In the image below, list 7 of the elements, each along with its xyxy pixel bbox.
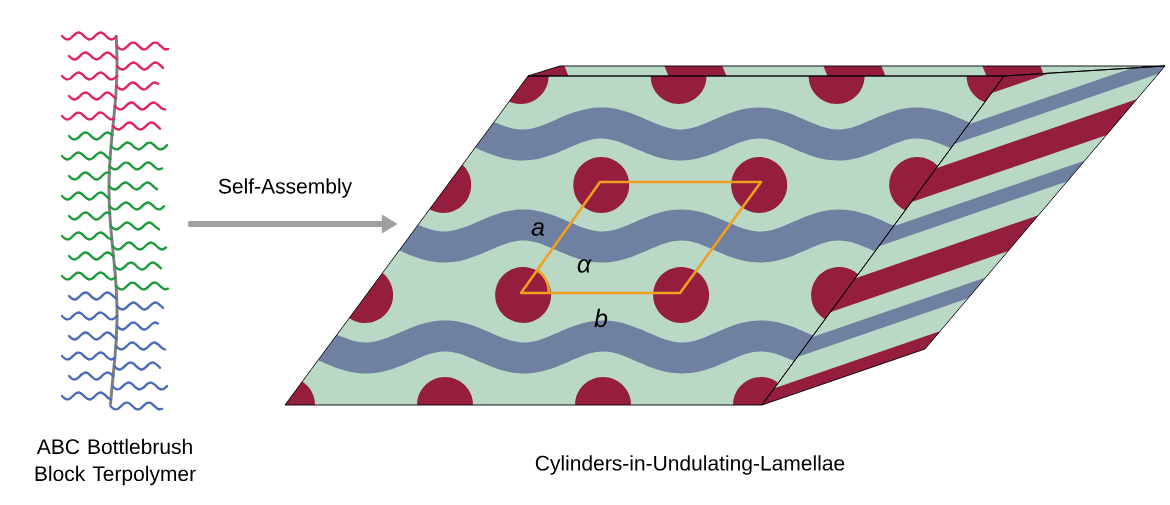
caption-text: Cylinders-in-Undulating-Lamellae xyxy=(535,455,845,475)
edge-label: Self-Assembly xyxy=(218,178,353,198)
parameter-label: α xyxy=(577,259,592,273)
parameter-label: b xyxy=(594,308,608,328)
parameter-label: a xyxy=(531,222,545,236)
caption-text: ABC Bottlebrush Block Terpolymer xyxy=(35,438,196,486)
bottlebrush-drawing xyxy=(60,31,170,411)
